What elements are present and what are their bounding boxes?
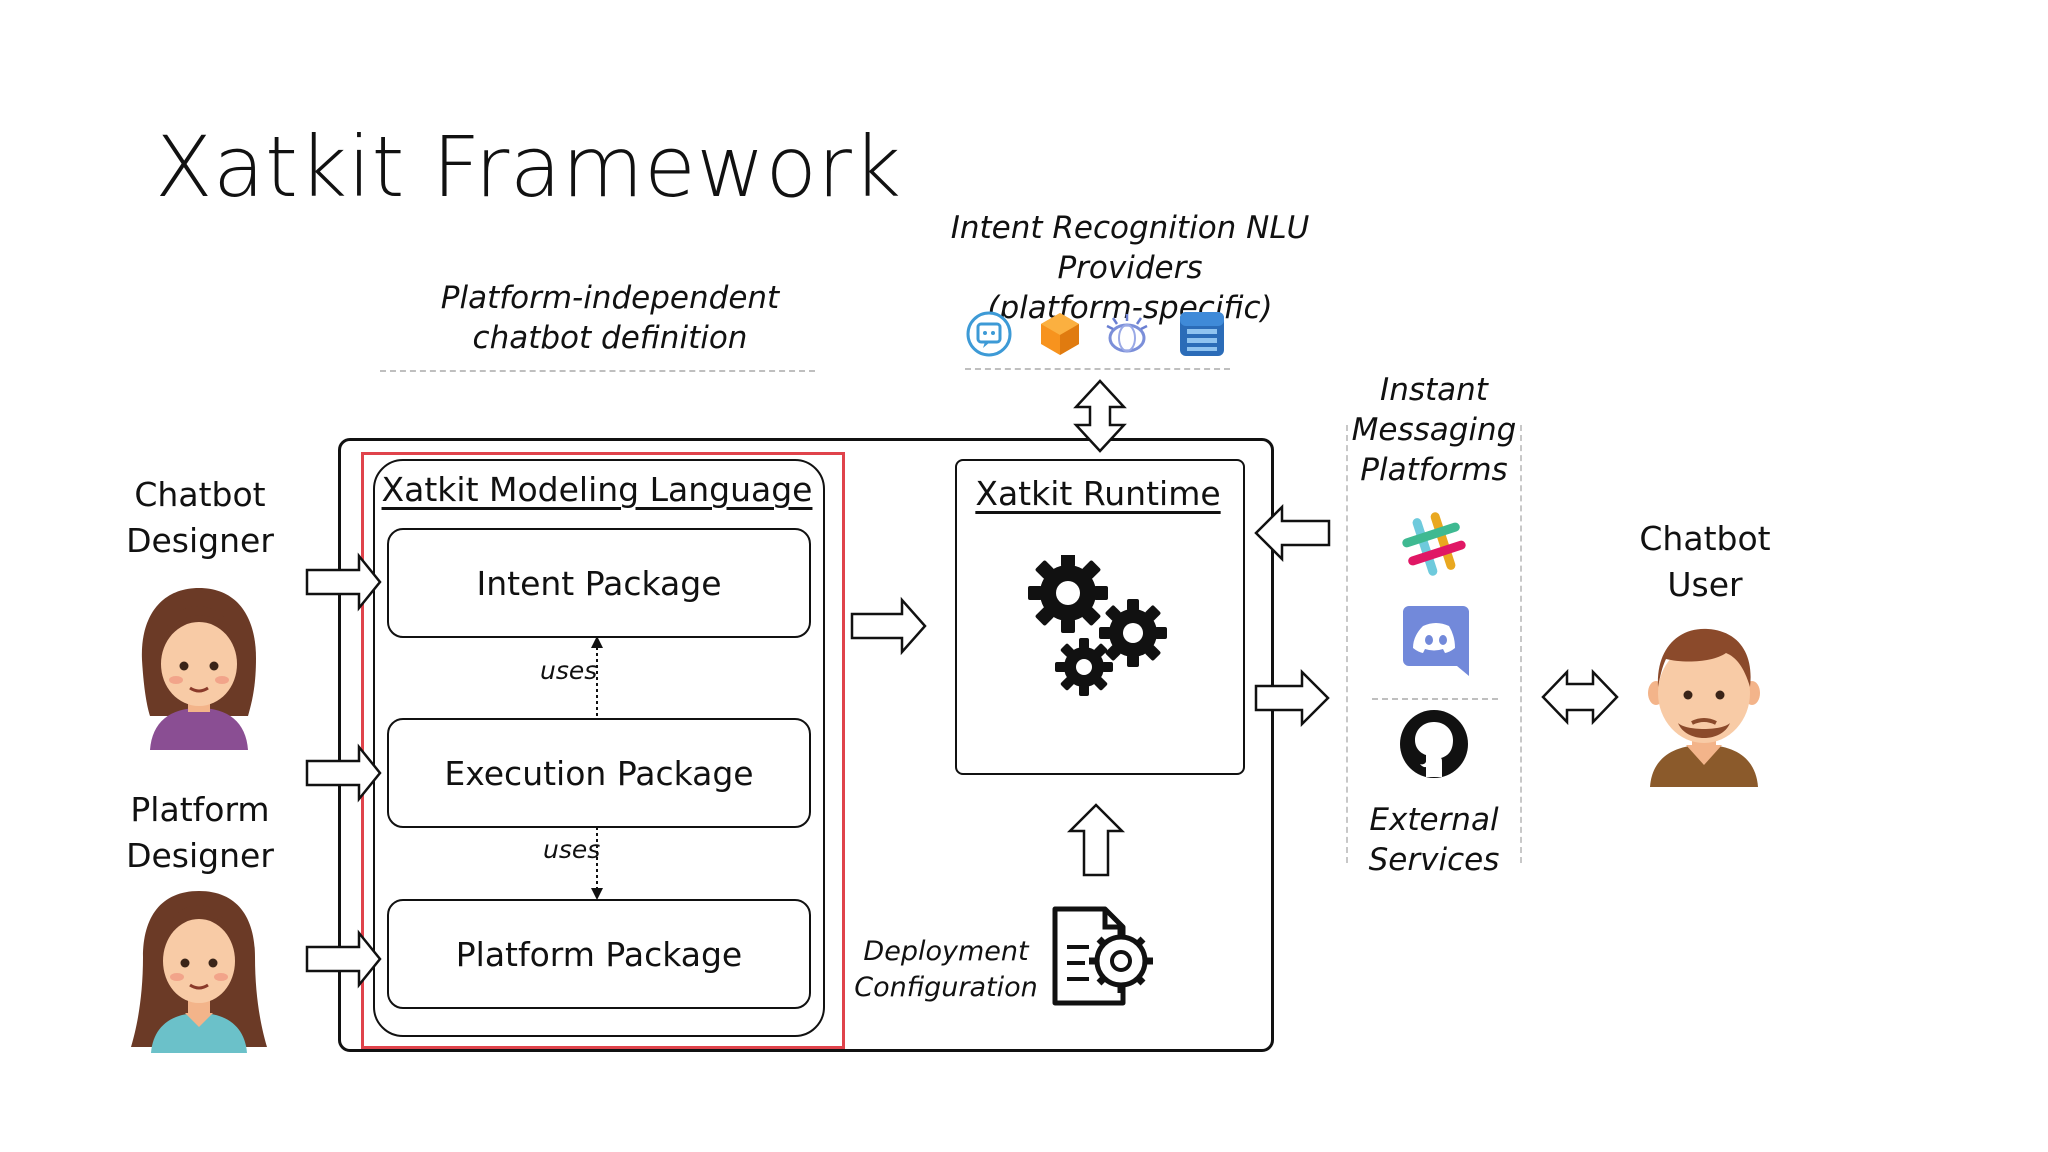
chatbot-user-avatar <box>1648 628 1760 787</box>
im-caption-line3: Platforms <box>1360 452 1508 488</box>
uses-label-1: uses <box>540 656 598 685</box>
dialogflow-icon <box>965 310 1013 358</box>
azure-luis-icon <box>1177 309 1227 359</box>
modeling-language-title: Xatkit Modeling Language <box>381 470 813 509</box>
ext-caption-line2: Services <box>1368 842 1500 878</box>
chatbot-designer-line1: Chatbot <box>134 475 266 514</box>
im-ext-divider <box>1372 698 1498 700</box>
uses-label-2: uses <box>543 835 601 864</box>
nlu-divider <box>965 368 1230 370</box>
arrow-runtime-nlu <box>1073 379 1127 453</box>
xatkit-runtime-title: Xatkit Runtime <box>975 474 1221 513</box>
arrow-deployment-to-runtime <box>1066 803 1126 877</box>
deployment-config-icon <box>1052 906 1153 1006</box>
github-icon <box>1398 708 1470 780</box>
im-caption-line2: Messaging <box>1351 412 1517 448</box>
platform-designer-line1: Platform <box>130 790 270 829</box>
ext-caption-line1: External <box>1369 802 1499 838</box>
intent-package-label: Intent Package <box>476 563 722 603</box>
platform-designer-label: Platform Designer <box>110 787 290 879</box>
xatkit-framework-container <box>338 438 1274 1052</box>
chatbot-designer-label: Chatbot Designer <box>110 472 290 564</box>
im-left-divider <box>1346 425 1348 863</box>
platform-designer-line2: Designer <box>126 836 274 875</box>
runtime-gears-icon <box>1028 555 1167 696</box>
chatbot-designer-line2: Designer <box>126 521 274 560</box>
modeling-language-title-wrap: Xatkit Modeling Language <box>373 470 821 509</box>
nlu-caption: Intent Recognition NLU Providers (platfo… <box>880 208 1380 328</box>
xatkit-runtime-box <box>955 459 1245 775</box>
im-right-divider <box>1520 425 1522 863</box>
deployment-caption: Deployment Configuration <box>848 934 1044 1006</box>
im-caption: Instant Messaging Platforms <box>1334 370 1534 490</box>
runtime-title-wrap: Xatkit Runtime <box>955 474 1241 513</box>
pid-divider <box>380 370 815 372</box>
execution-package-label: Execution Package <box>444 753 754 793</box>
pid-caption: Platform-independent chatbot definition <box>400 278 820 358</box>
chatbot-user-line2: User <box>1667 565 1743 604</box>
platform-package: Platform Package <box>387 899 811 1009</box>
deployment-caption-line1: Deployment <box>863 936 1029 967</box>
im-caption-line1: Instant <box>1380 372 1488 408</box>
platform-designer-avatar <box>131 891 267 1053</box>
deployment-caption-line2: Configuration <box>854 972 1038 1003</box>
arrow-designer-to-intent <box>305 552 382 612</box>
arrow-im-to-runtime <box>1254 503 1331 563</box>
intent-package: Intent Package <box>387 528 811 638</box>
platform-package-label: Platform Package <box>455 934 743 974</box>
pid-caption-line1: Platform-independent <box>440 280 780 316</box>
execution-package: Execution Package <box>387 718 811 828</box>
pid-caption-line2: chatbot definition <box>472 320 748 356</box>
arrow-runtime-to-services <box>1254 668 1330 728</box>
arrow-platform-designer-to-execution <box>305 743 382 803</box>
amazon-lex-icon <box>1036 310 1084 358</box>
discord-icon <box>1401 604 1471 678</box>
nlu-caption-line2: (platform-specific) <box>987 290 1273 326</box>
chatbot-user-label: Chatbot User <box>1615 516 1795 608</box>
ext-caption: External Services <box>1334 800 1534 880</box>
arrow-user-platforms <box>1541 668 1619 726</box>
chatbot-designer-avatar <box>141 588 256 750</box>
chatbot-user-line1: Chatbot <box>1639 519 1771 558</box>
slide-title: Xatkit Framework <box>155 118 902 216</box>
ibm-watson-icon <box>1103 310 1151 358</box>
arrow-platform-designer-to-platform <box>305 929 382 989</box>
slack-icon <box>1398 508 1470 580</box>
modeling-language-box <box>373 459 825 1037</box>
arrow-modeling-to-runtime <box>850 596 927 656</box>
nlu-caption-line1: Intent Recognition NLU Providers <box>950 210 1310 286</box>
